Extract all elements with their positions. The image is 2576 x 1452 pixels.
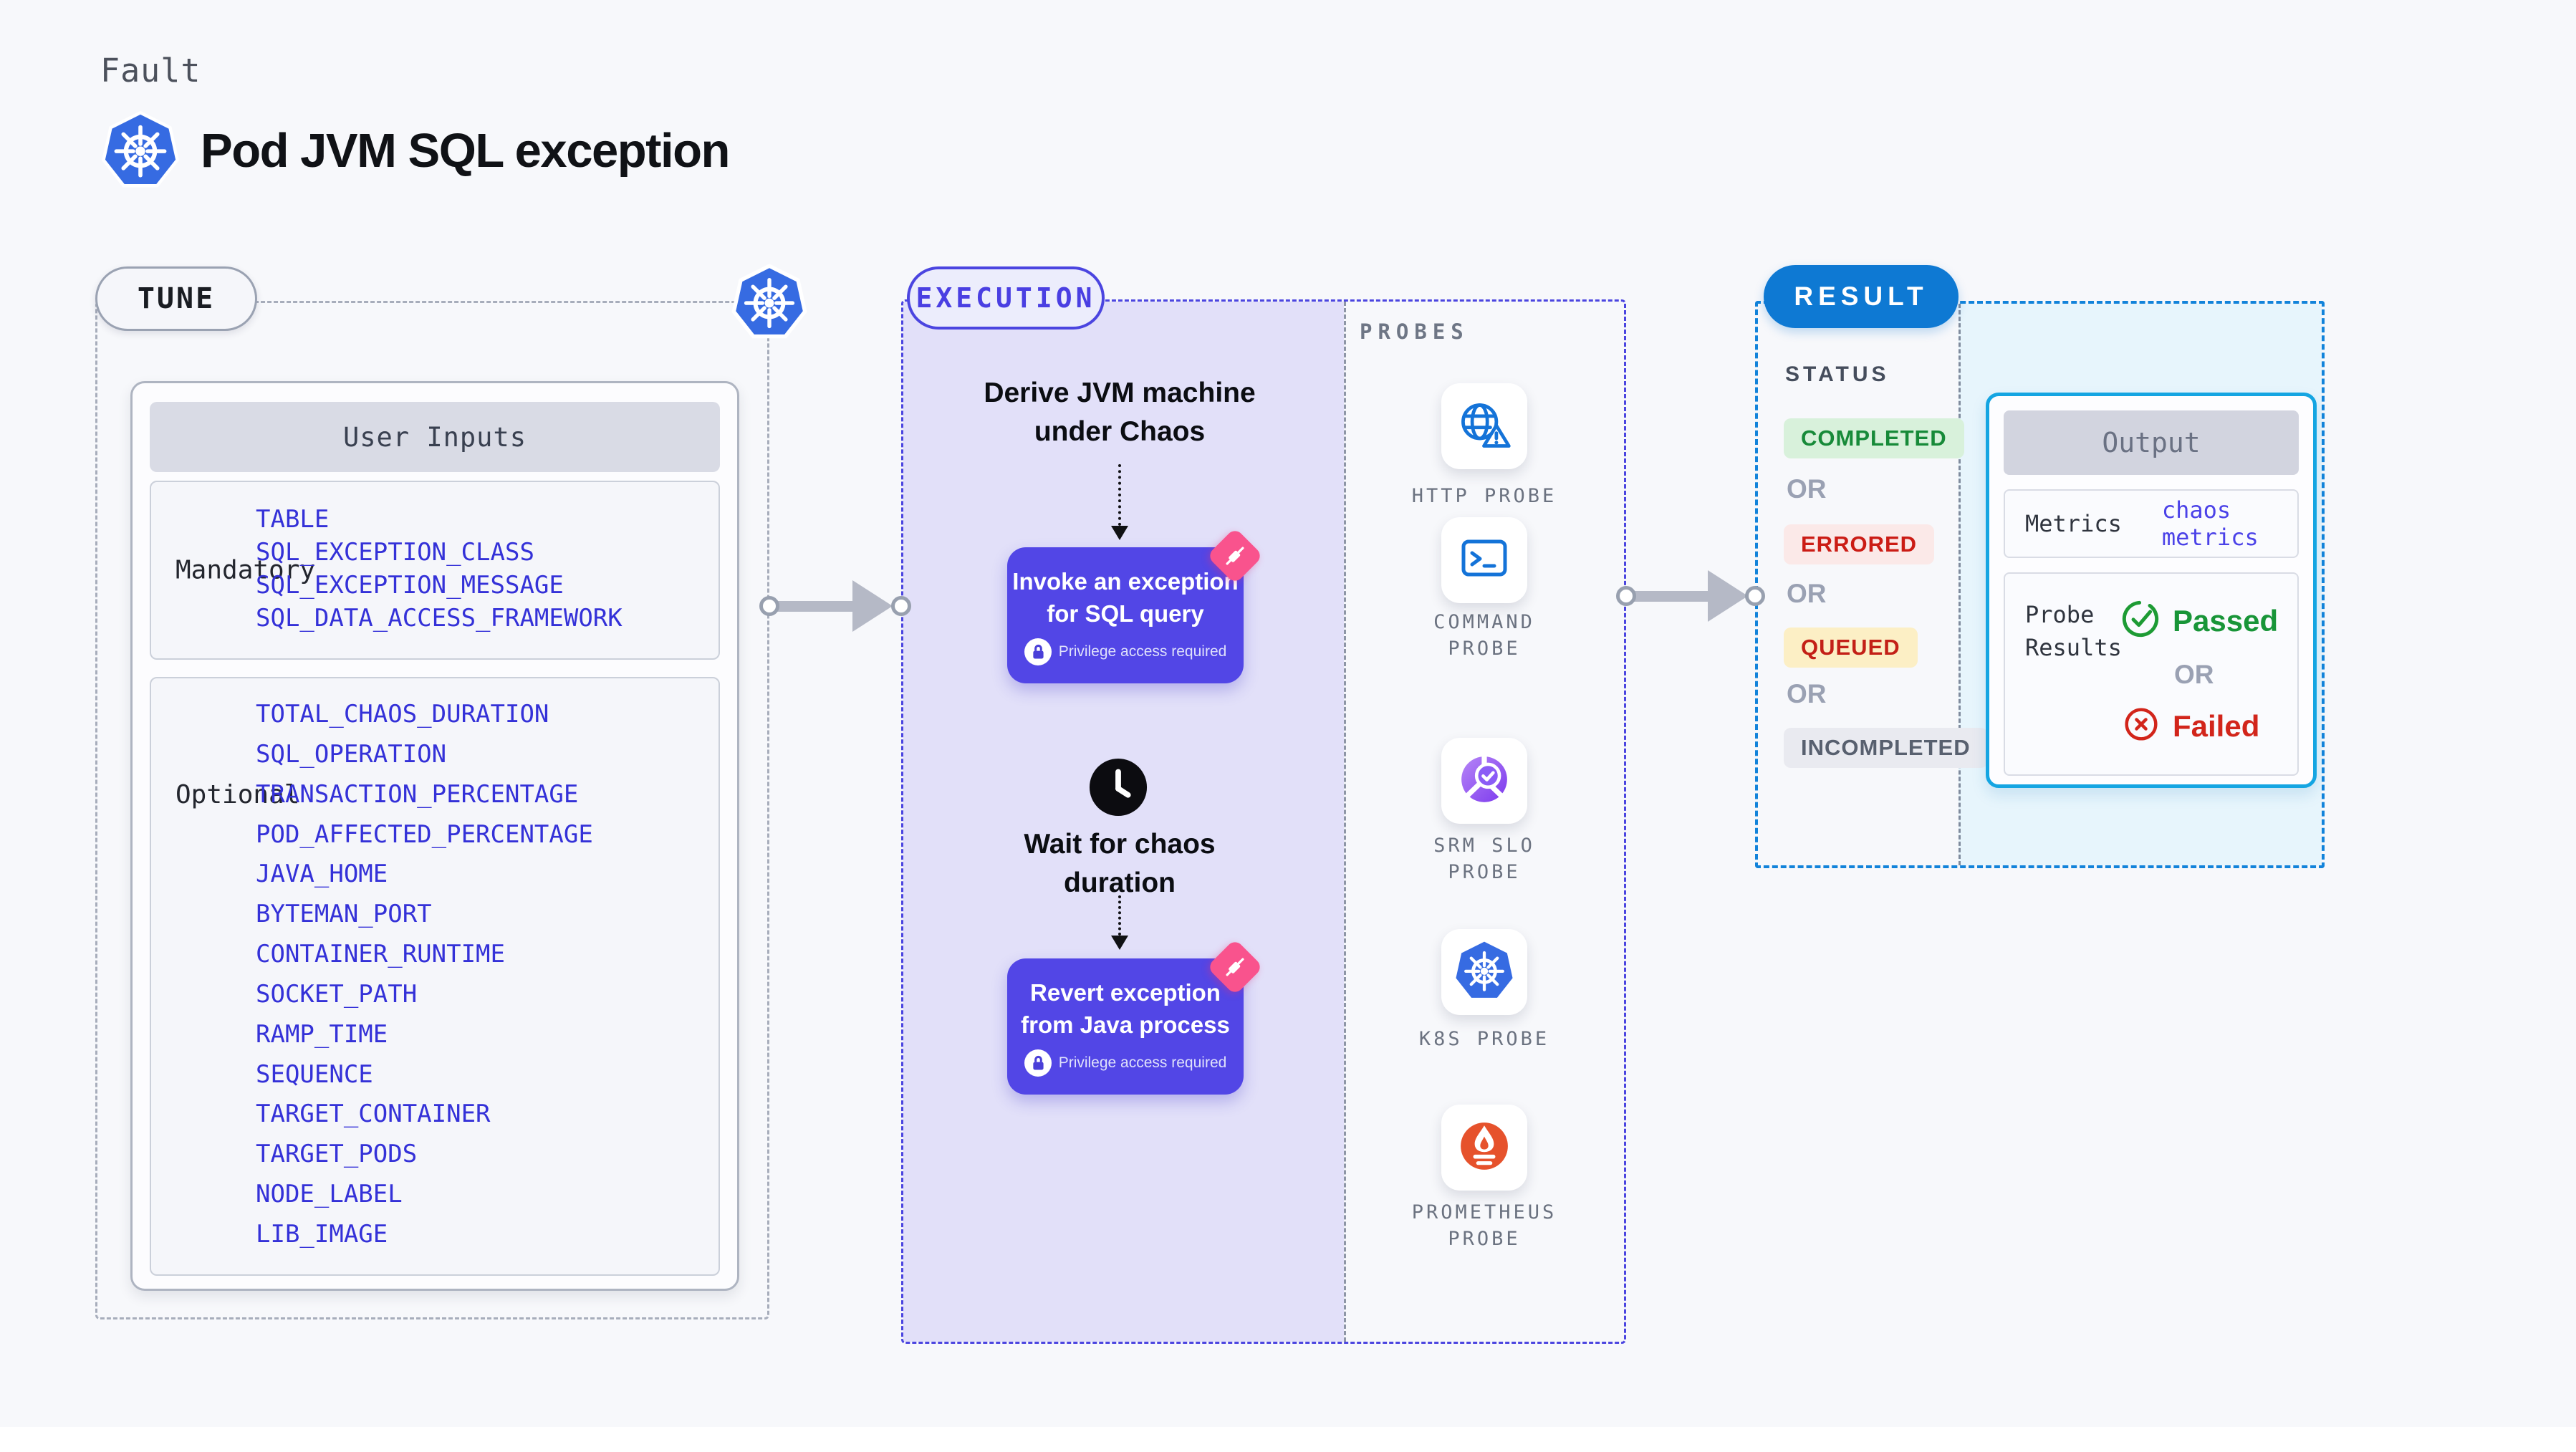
- http-globe-alert-icon: [1457, 400, 1512, 453]
- optional-params-box: Optional TOTAL_CHAOS_DURATION SQL_OPERAT…: [150, 677, 720, 1276]
- status-label: STATUS: [1785, 362, 1890, 386]
- probes-divider: [1344, 302, 1346, 1342]
- lock-icon: [1024, 638, 1052, 665]
- x-circle-icon: [2123, 706, 2160, 746]
- or-separator: OR: [1787, 679, 1827, 708]
- chaos-syringe-icon: [1206, 938, 1264, 996]
- connector-dot: [1745, 586, 1765, 606]
- connector-dot: [891, 596, 911, 616]
- tune-to-execution-arrow: [772, 601, 852, 612]
- connector-dot: [759, 596, 779, 616]
- probe-label: HTTP PROBE: [1411, 485, 1557, 507]
- derive-step-label: Derive JVM machine under Chaos: [984, 378, 1256, 447]
- param-item: TARGET_CONTAINER: [256, 1100, 491, 1129]
- srm-slo-probe-card: [1441, 738, 1527, 824]
- param-item: POD_AFFECTED_PERCENTAGE: [256, 819, 593, 849]
- optional-label: Optional: [176, 780, 300, 809]
- tune-badge: TUNE: [95, 266, 257, 331]
- execution-badge: EXECUTION: [907, 266, 1105, 330]
- status-completed-pill: COMPLETED: [1784, 418, 1964, 458]
- k8s-probe-card: [1441, 929, 1527, 1015]
- flow-dotted-line: [1118, 464, 1121, 526]
- probe-label: PROMETHEUS PROBE: [1411, 1201, 1557, 1250]
- execution-fill: [903, 302, 1344, 1342]
- param-item: JAVA_HOME: [256, 860, 388, 889]
- probes-column-label: PROBES: [1360, 319, 1469, 344]
- probe-results-row: Probe Results Passed OR: [2004, 572, 2299, 776]
- optional-param-list: TOTAL_CHAOS_DURATION SQL_OPERATION TRANS…: [256, 678, 593, 1274]
- mandatory-label: Mandatory: [176, 555, 316, 585]
- revert-exception-node: Revert exception from Java process Privi…: [1007, 938, 1264, 1095]
- mandatory-params-box: Mandatory TABLE SQL_EXCEPTION_CLASS SQL_…: [150, 481, 720, 660]
- execution-to-result-arrow: [1629, 591, 1708, 602]
- result-divider: [1959, 304, 1961, 865]
- probe-label: SRM SLO PROBE: [1433, 835, 1535, 883]
- http-probe-card: [1441, 383, 1527, 469]
- page-title: Pod JVM SQL exception: [201, 124, 730, 178]
- status-errored-pill: ERRORED: [1784, 524, 1935, 564]
- prometheus-icon: [1458, 1120, 1511, 1176]
- metrics-label: Metrics: [2025, 510, 2122, 537]
- param-item: SOCKET_PATH: [256, 979, 418, 1009]
- privilege-note: Privilege access required: [1058, 643, 1227, 660]
- kubernetes-icon: [1453, 940, 1515, 1005]
- output-header: Output: [2004, 410, 2299, 475]
- prometheus-probe-card: [1441, 1105, 1527, 1191]
- check-circle-icon: [2120, 598, 2161, 643]
- param-item: TABLE: [256, 505, 330, 534]
- param-item: NODE_LABEL: [256, 1180, 403, 1209]
- privilege-note: Privilege access required: [1058, 1054, 1227, 1071]
- flow-dotted-arrowhead: [1111, 526, 1128, 540]
- output-card: Output Metrics chaos metrics Probe Resul…: [1986, 393, 2317, 788]
- command-probe-card: [1441, 517, 1527, 603]
- bottom-strip: [0, 1427, 2576, 1452]
- tune-to-execution-arrowhead: [852, 580, 893, 632]
- status-incompleted-pill: INCOMPLETED: [1784, 728, 1988, 768]
- srm-slo-gauge-icon: [1458, 753, 1511, 809]
- user-inputs-header: User Inputs: [150, 402, 720, 472]
- param-item: SQL_EXCEPTION_CLASS: [256, 538, 534, 567]
- param-item: TRANSACTION_PERCENTAGE: [256, 779, 579, 809]
- param-item: BYTEMAN_PORT: [256, 900, 432, 929]
- wait-step-label: Wait for chaos duration: [1024, 829, 1216, 898]
- param-item: SQL_OPERATION: [256, 739, 447, 769]
- connector-dot: [1616, 586, 1636, 606]
- or-separator: OR: [2174, 660, 2214, 689]
- kubernetes-corner-icon: [731, 262, 808, 342]
- kubernetes-logo-icon: [100, 109, 181, 192]
- failed-status: Failed: [2123, 706, 2259, 746]
- passed-status: Passed: [2120, 598, 2278, 643]
- probe-results-label: Probe Results: [2025, 601, 2122, 661]
- param-item: TARGET_PODS: [256, 1140, 418, 1169]
- param-item: LIB_IMAGE: [256, 1219, 388, 1249]
- invoke-exception-node: Invoke an exception for SQL query Privil…: [1007, 527, 1264, 683]
- metrics-row: Metrics chaos metrics: [2004, 489, 2299, 558]
- probe-label: K8S PROBE: [1418, 1028, 1550, 1050]
- or-separator: OR: [1787, 474, 1827, 504]
- mandatory-param-list: TABLE SQL_EXCEPTION_CLASS SQL_EXCEPTION_…: [256, 482, 623, 658]
- param-item: SQL_DATA_ACCESS_FRAMEWORK: [256, 604, 623, 633]
- lock-icon: [1024, 1049, 1052, 1077]
- probe-label: COMMAND PROBE: [1433, 611, 1535, 660]
- flow-dotted-arrowhead: [1111, 936, 1128, 950]
- fault-eyebrow: Fault: [100, 52, 201, 90]
- param-item: CONTAINER_RUNTIME: [256, 940, 505, 969]
- or-separator: OR: [1787, 579, 1827, 608]
- chaos-syringe-icon: [1206, 527, 1264, 585]
- result-badge: RESULT: [1764, 265, 1959, 328]
- tune-section-box: [95, 301, 769, 1319]
- execution-to-result-arrowhead: [1708, 570, 1748, 622]
- execution-section-box: [901, 299, 1626, 1344]
- flow-dotted-line: [1118, 895, 1121, 936]
- param-item: SEQUENCE: [256, 1059, 373, 1089]
- param-item: SQL_EXCEPTION_MESSAGE: [256, 571, 564, 600]
- param-item: RAMP_TIME: [256, 1019, 388, 1049]
- command-terminal-icon: [1458, 536, 1510, 585]
- param-item: TOTAL_CHAOS_DURATION: [256, 700, 549, 729]
- metrics-value-link: chaos metrics: [2161, 496, 2259, 551]
- user-inputs-card: User Inputs Mandatory TABLE SQL_EXCEPTIO…: [130, 381, 739, 1291]
- status-queued-pill: QUEUED: [1784, 628, 1918, 668]
- clock-icon: [1088, 757, 1148, 821]
